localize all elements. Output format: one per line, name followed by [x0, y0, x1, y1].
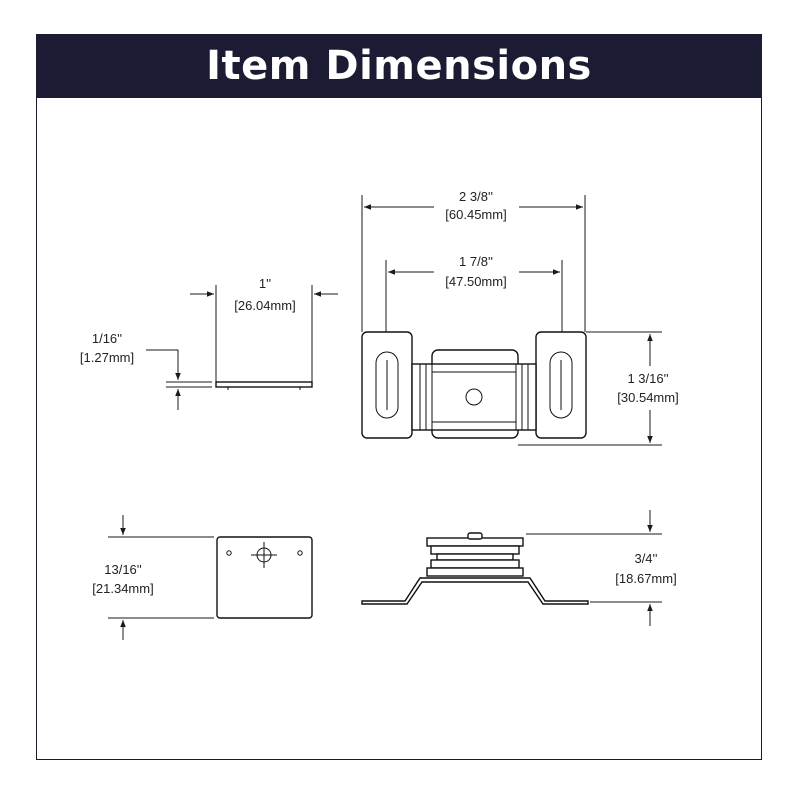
plate-front-view: 13/16'' [21.34mm]	[92, 515, 313, 640]
page-title: Item Dimensions	[206, 43, 592, 89]
plate-hole-right	[297, 550, 303, 556]
plate-width-metric: [26.04mm]	[234, 298, 295, 313]
hole-spacing-metric: [47.50mm]	[445, 274, 506, 289]
plate-height-imperial: 13/16''	[104, 562, 142, 577]
leader-line	[146, 349, 181, 380]
catch-bracket	[361, 577, 589, 605]
height-metric: [30.54mm]	[617, 390, 678, 405]
catch-layer	[430, 559, 520, 569]
right-slot	[549, 351, 573, 419]
plate-hole-left	[226, 550, 232, 556]
catch-bottom-plate	[426, 567, 524, 577]
hole-spacing-imperial: 1 7/8''	[459, 254, 493, 269]
overall-width-imperial: 2 3/8''	[459, 189, 493, 204]
title-banner: Item Dimensions	[36, 34, 762, 98]
left-slot	[375, 351, 399, 419]
plate-width-imperial: 1''	[259, 276, 271, 291]
plate-thickness-metric: [1.27mm]	[80, 350, 134, 365]
depth-imperial: 3/4''	[634, 551, 657, 566]
strike-plate-edge	[215, 381, 313, 388]
plate-thickness-imperial: 1/16''	[92, 331, 122, 346]
strike-plate	[216, 536, 313, 619]
depth-metric: [18.67mm]	[615, 571, 676, 586]
catch-layer	[430, 545, 520, 555]
catch-magnet	[436, 553, 514, 561]
catch-side-view: 3/4'' [18.67mm]	[361, 510, 677, 626]
overall-width-metric: [60.45mm]	[445, 207, 506, 222]
front-view: 2 3/8'' [60.45mm] 1 7/8'' [47.50mm]	[361, 189, 679, 446]
plate-height-metric: [21.34mm]	[92, 581, 153, 596]
center-screw-hole	[465, 388, 483, 406]
plate-side-view: 1'' [26.04mm] 1/16'' [1.27mm]	[80, 276, 338, 410]
height-imperial: 1 3/16''	[627, 371, 668, 386]
magnet-housing-body	[411, 363, 537, 431]
catch-screw-head	[467, 532, 483, 540]
